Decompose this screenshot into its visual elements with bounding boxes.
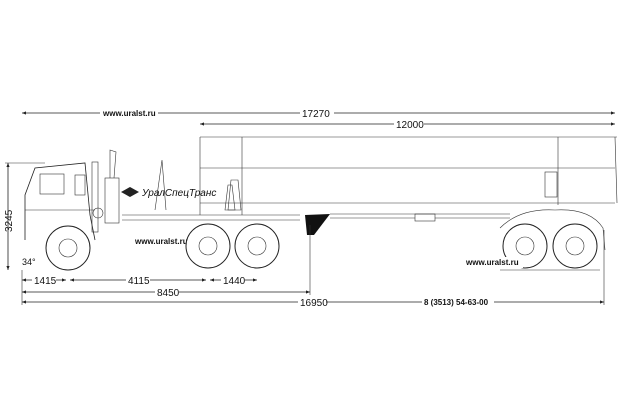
dim-8450: 8450 bbox=[157, 288, 180, 299]
wheel-front bbox=[45, 225, 91, 271]
trailer-body bbox=[199, 136, 618, 215]
truck-cab bbox=[24, 149, 242, 241]
company-logo: УралСпецТранс bbox=[121, 187, 216, 199]
dimension-overall-length-bottom: 16950 8 (3513) 54-63-00 bbox=[22, 230, 605, 309]
website-label-top: www.uralst.ru bbox=[102, 109, 156, 118]
dimension-tractor-length: 8450 bbox=[21, 225, 311, 305]
website-label-truck: www.uralst.ru bbox=[134, 237, 188, 246]
dim-12000: 12000 bbox=[396, 120, 424, 131]
dim-17270: 17270 bbox=[302, 109, 330, 120]
dim-4115: 4115 bbox=[128, 276, 150, 287]
approach-angle: 34° bbox=[22, 257, 36, 267]
logo-text: УралСпецТранс bbox=[141, 188, 216, 199]
phone-number: 8 (3513) 54-63-00 bbox=[424, 298, 489, 307]
trailer-frame bbox=[122, 209, 606, 251]
wheel-trailer-2 bbox=[552, 223, 598, 269]
wheel-rear-2 bbox=[234, 223, 280, 269]
dimension-trailer-body: 12000 bbox=[200, 118, 615, 131]
dim-3245: 3245 bbox=[4, 209, 15, 232]
dimension-overall-length-top: www.uralst.ru 17270 bbox=[22, 106, 615, 120]
wheel-rear-1 bbox=[185, 223, 231, 269]
dimension-chain-axles: 1415 4115 1440 bbox=[22, 274, 257, 287]
dim-16950: 16950 bbox=[300, 298, 328, 309]
dim-1415: 1415 bbox=[34, 276, 57, 287]
website-label-trailer: www.uralst.ru bbox=[465, 258, 519, 267]
website-label-trailer-bg bbox=[463, 257, 523, 268]
wheels bbox=[45, 223, 600, 271]
dim-1440: 1440 bbox=[223, 276, 246, 287]
dimension-height: 3245 34° bbox=[4, 162, 45, 270]
